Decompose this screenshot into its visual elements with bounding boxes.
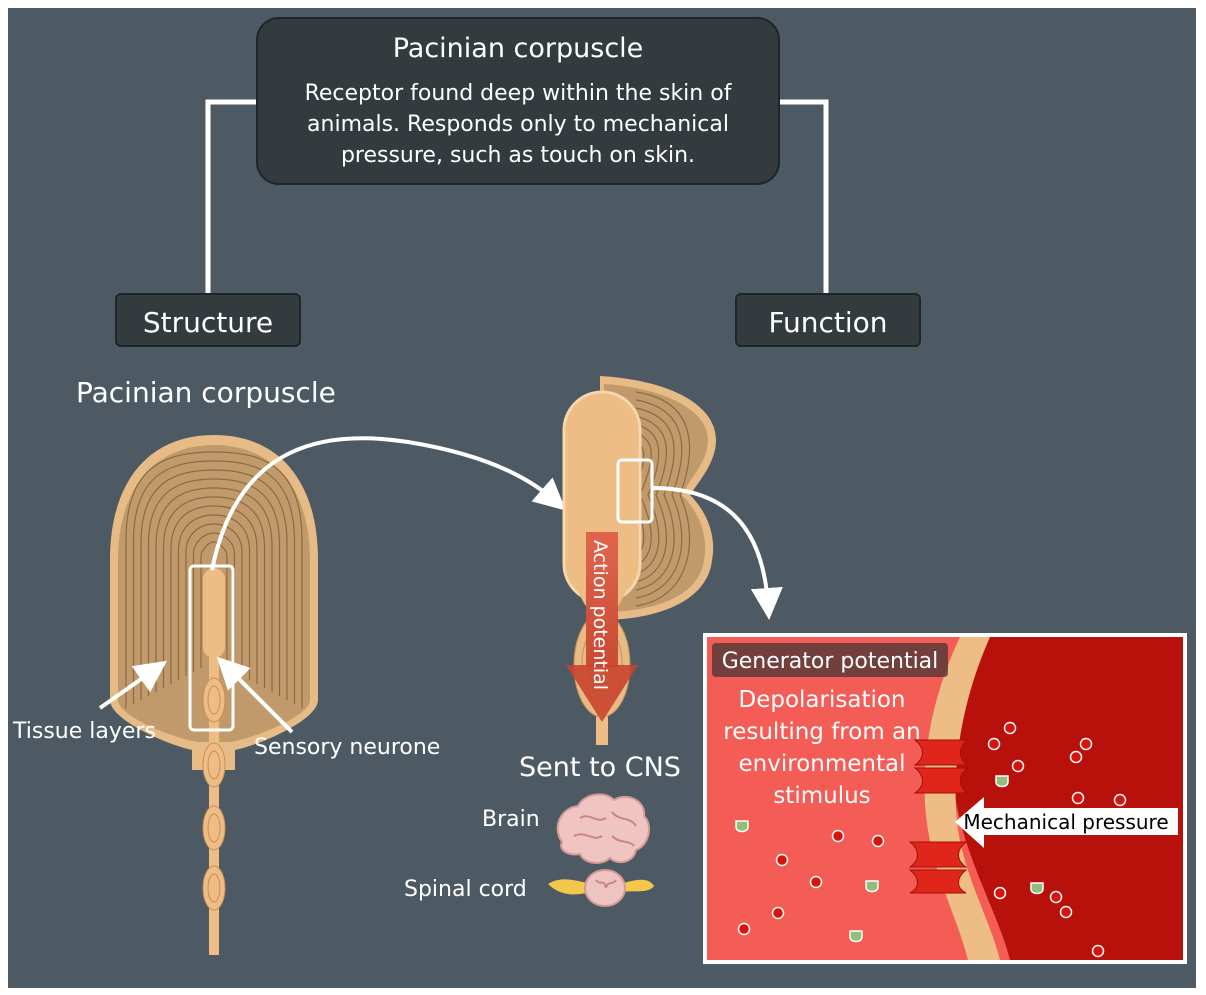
sent-to-cns-label: Sent to CNS (519, 752, 681, 783)
ion-particle (1091, 944, 1105, 958)
ion-particle-green (1030, 882, 1044, 895)
spinal-cord-icon (548, 869, 654, 907)
brain-icon (556, 793, 651, 864)
tissue-ring (140, 469, 288, 700)
tissue-layers-label: Tissue layers (12, 719, 156, 744)
ion-particle (831, 829, 845, 843)
ion-particle (775, 853, 789, 867)
structure-box: Structure (115, 293, 301, 347)
function-box: Function (735, 293, 921, 347)
structure-heading: Pacinian corpuscle (76, 376, 336, 409)
ion-particle (737, 922, 751, 936)
title-box: Pacinian corpuscle Receptor found deep w… (256, 17, 780, 185)
tissue-ring (177, 514, 251, 680)
ion-particle (1079, 737, 1093, 751)
action-potential-label: Action potential (589, 540, 611, 690)
ion-particle (1069, 750, 1083, 764)
tissue-ring-function (635, 391, 691, 607)
ion-particle (987, 737, 1001, 751)
zoom-arrow-1 (210, 436, 567, 571)
corpuscle-function: Action potential (562, 376, 716, 745)
ion-particle (1113, 793, 1127, 807)
ion-particle (809, 875, 823, 889)
tissue-ring-function (635, 399, 683, 599)
sensory-neurone-pointer (216, 656, 294, 734)
mechanical-pressure-arrow: Mechanical pressure (955, 797, 1178, 848)
ion-particle (1059, 905, 1073, 919)
tissue-ring (125, 451, 303, 708)
tissue-layers-pointer (98, 660, 168, 710)
ion-particle (993, 886, 1007, 900)
structure-label: Structure (143, 306, 273, 339)
ion-particle-green (849, 930, 863, 943)
tissue-ring (155, 487, 273, 692)
title-line-2: animals. Responds only to mechanical (307, 112, 729, 137)
tissue-ring (170, 505, 258, 684)
tissue-ring-function (635, 423, 660, 575)
ion-particle-green (735, 820, 749, 833)
ion-particle (871, 834, 885, 848)
connector-lines (205, 99, 829, 294)
tissue-ring-function (635, 415, 667, 583)
highlight-box-function (616, 458, 654, 524)
title-line-3: pressure, such as touch on skin. (341, 143, 695, 168)
spinal-cord-label: Spinal cord (404, 877, 527, 902)
zoom-desc-line-3: environmental (739, 751, 906, 777)
tissue-ring (132, 460, 296, 704)
ion-particle (1049, 890, 1063, 904)
brain-label: Brain (482, 807, 540, 832)
zoom-arrow-2 (651, 486, 783, 620)
function-label: Function (768, 306, 887, 339)
ion-particle-green (995, 775, 1009, 788)
ion-particle-green (865, 880, 879, 893)
other-ions (735, 775, 1044, 943)
ion-particle (1071, 791, 1085, 805)
tissue-ring (162, 496, 266, 688)
title-line-1: Receptor found deep within the skin of (305, 81, 733, 106)
ion-particle (771, 906, 785, 920)
tissue-ring (200, 541, 228, 668)
generator-potential-title: Generator potential (722, 649, 939, 674)
zoom-desc-line-4: stimulus (773, 783, 870, 809)
zoom-desc-line-2: resulting from an (723, 719, 920, 745)
tissue-ring (192, 532, 236, 672)
generator-potential-panel: Generator potential Depolarisation resul… (703, 633, 1187, 964)
sensory-neurone-label: Sensory neurone (254, 735, 440, 760)
title-heading: Pacinian corpuscle (393, 33, 644, 64)
action-potential-arrow (566, 532, 638, 722)
ion-particle (1011, 759, 1025, 773)
tissue-ring (147, 478, 281, 696)
tissue-ring-function (635, 407, 675, 591)
sodium-ions (737, 721, 1127, 958)
ion-particle (1003, 721, 1017, 735)
tissue-ring (185, 523, 243, 676)
mechanical-pressure-label: Mechanical pressure (963, 810, 1168, 834)
zoom-desc-line-1: Depolarisation (739, 687, 906, 713)
tissue-layer-rings (125, 451, 303, 708)
